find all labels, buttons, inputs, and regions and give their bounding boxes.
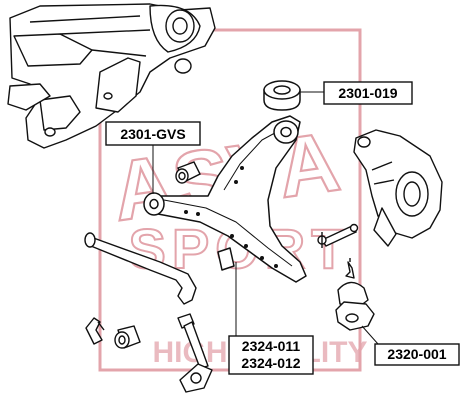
ball-joint-part: [335, 258, 375, 331]
control-arm-part: [143, 115, 307, 283]
callout-box: [374, 343, 460, 366]
callout-box: [228, 335, 314, 375]
loose-bushing-part: [175, 161, 201, 184]
part-number-label: 2301-GVS: [120, 126, 185, 142]
callout-2324: 2324-011 2324-012: [228, 335, 314, 375]
steering-knuckle-part: [353, 129, 443, 247]
part-number-label: 2324-011: [242, 338, 301, 354]
leader-lines: [152, 91, 379, 345]
leader-line-2320-001: [361, 325, 379, 345]
part-number-label: 2301-019: [338, 85, 397, 101]
stabilizer-link-upper-part: [317, 223, 359, 248]
callout-box: [323, 81, 413, 105]
rear-bushing-part: [263, 80, 301, 111]
stabilizer-link-lower-part: [177, 313, 213, 393]
callout-2320-001: 2320-001: [374, 343, 460, 366]
callout-box: [105, 121, 201, 146]
callout-2301-gvs: 2301-GVS: [105, 121, 201, 146]
callout-2301-019: 2301-019: [323, 81, 413, 105]
stabilizer-bar-part: [84, 232, 197, 349]
subframe-drawing: [7, 3, 216, 149]
part-number-label: 2324-012: [241, 355, 300, 371]
part-number-label: 2320-001: [387, 346, 446, 362]
